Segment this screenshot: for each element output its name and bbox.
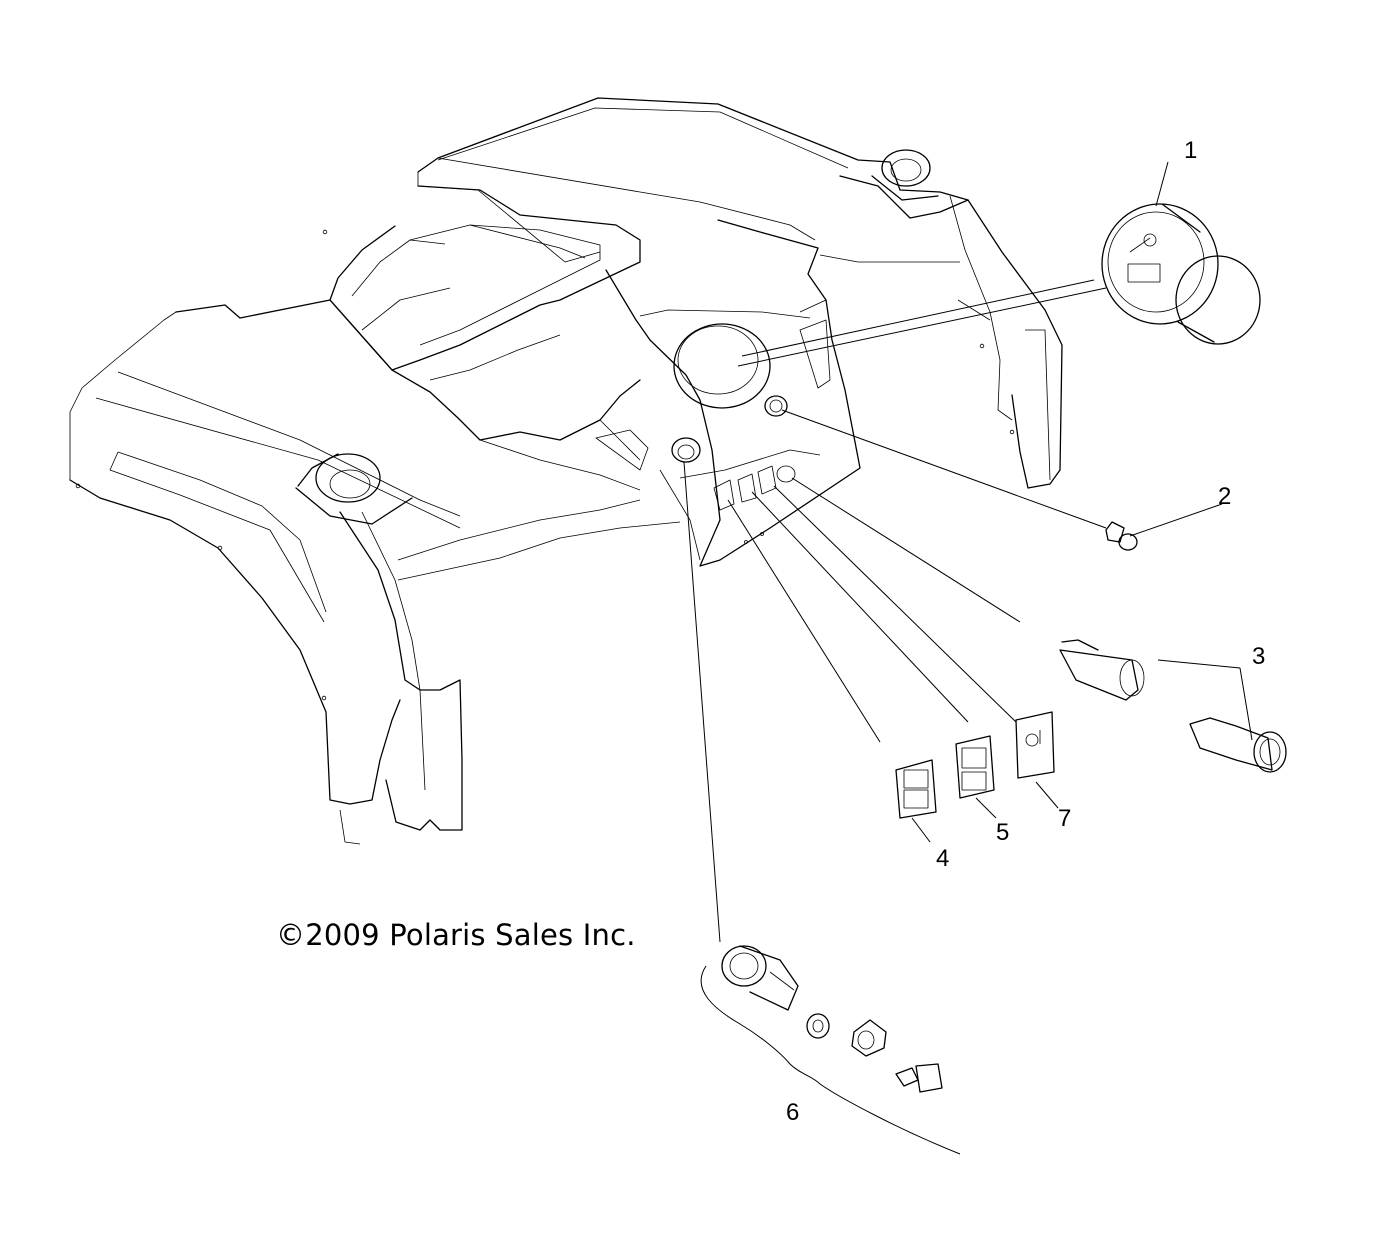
callout-1: 1 xyxy=(1184,137,1197,164)
callout-3: 3 xyxy=(1252,643,1265,670)
callout-6: 6 xyxy=(786,1099,799,1126)
indicator-light-part xyxy=(1105,521,1138,551)
dash-panel xyxy=(69,97,1063,845)
callout-7: 7 xyxy=(1058,805,1071,832)
accessory-outlet-part xyxy=(1059,639,1287,773)
switch-part-5 xyxy=(955,735,995,799)
leader-lines xyxy=(683,161,1253,1155)
copyright-text: ©2009 Polaris Sales Inc. xyxy=(276,918,636,952)
callout-4: 4 xyxy=(936,845,949,872)
decal-part xyxy=(1015,711,1055,779)
ignition-switch-part xyxy=(721,945,943,1093)
callout-5: 5 xyxy=(996,819,1009,846)
callout-numbers: 1 2 3 4 5 6 7 xyxy=(786,137,1265,1126)
switch-part-4 xyxy=(895,759,937,819)
speedometer-part xyxy=(1101,203,1261,345)
callout-2: 2 xyxy=(1218,483,1231,510)
